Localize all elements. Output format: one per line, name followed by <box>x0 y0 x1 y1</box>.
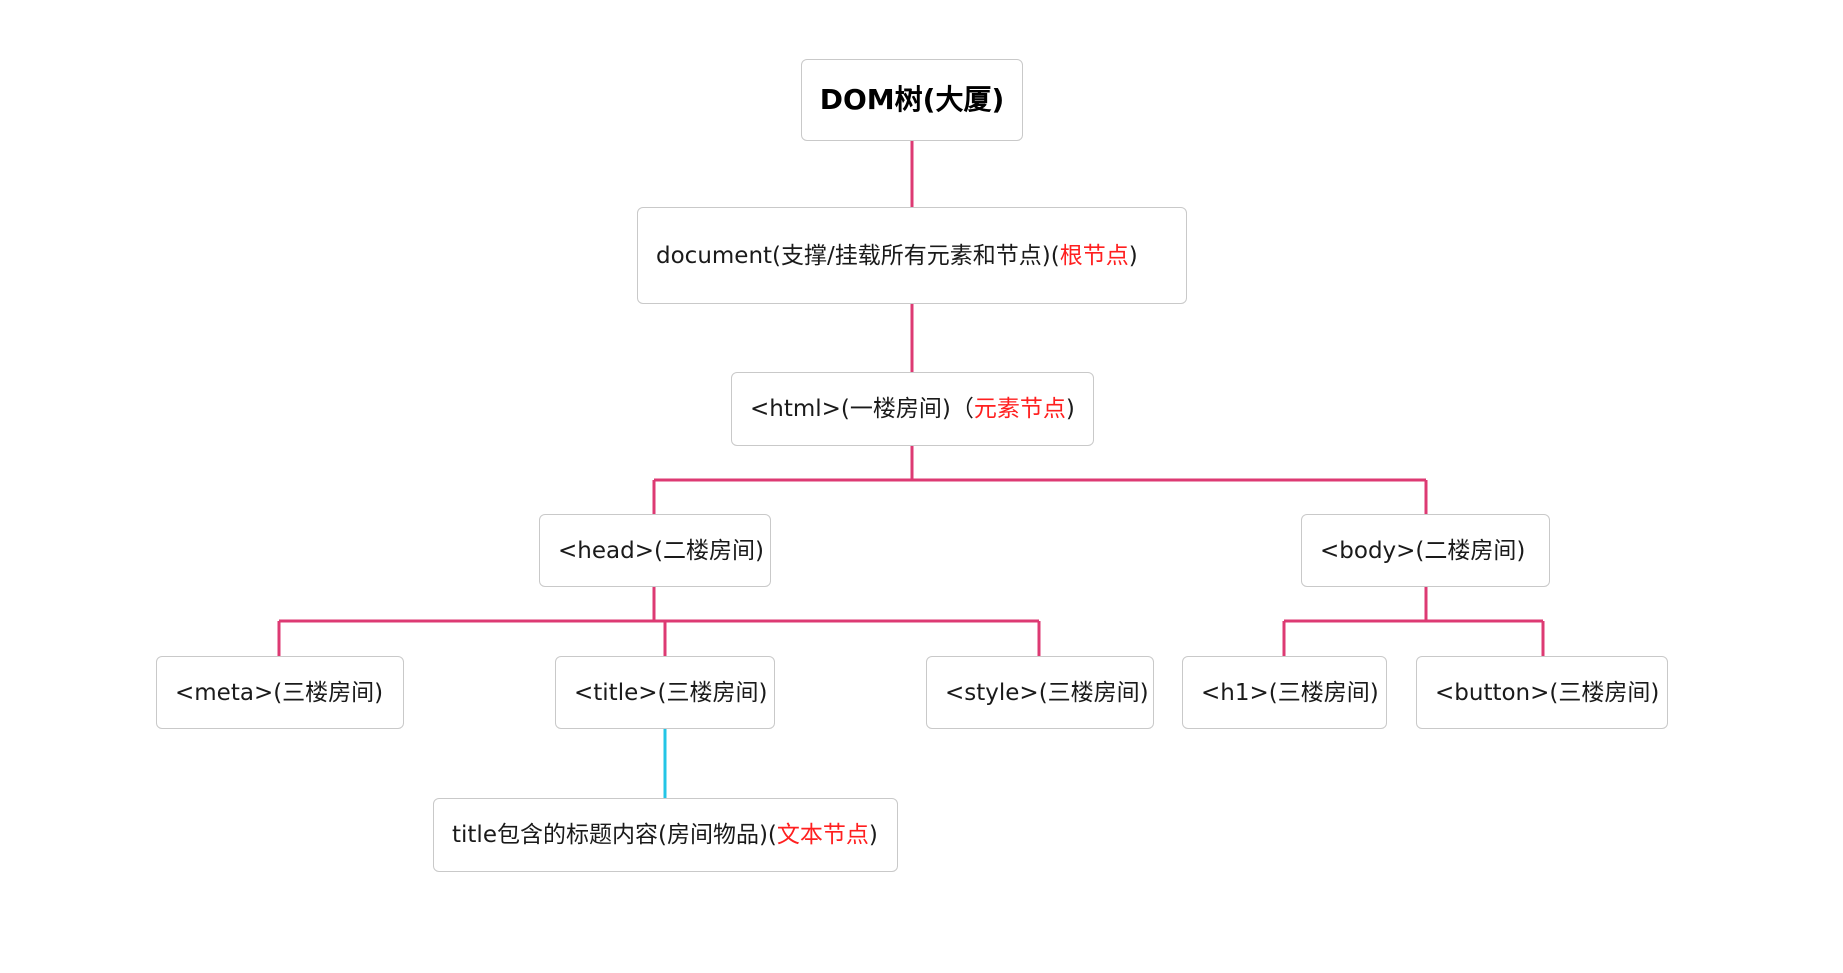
node-title-text-highlight: 文本节点 <box>776 822 869 848</box>
node-meta: <meta>(三楼房间) <box>156 656 404 729</box>
node-h1-label: <h1>(三楼房间) <box>1201 679 1379 706</box>
node-html: <html>(一楼房间)（元素节点) <box>731 372 1094 446</box>
node-document-text: document(支撑/挂载所有元素和节点)(根节点) <box>656 240 1138 272</box>
node-html-suffix: ) <box>1065 396 1075 422</box>
pink-connector-lines <box>277 141 1545 656</box>
node-title-label: <title>(三楼房间) <box>574 679 768 706</box>
node-h1: <h1>(三楼房间) <box>1182 656 1387 729</box>
node-document: document(支撑/挂载所有元素和节点)(根节点) <box>637 207 1187 304</box>
node-head: <head>(二楼房间) <box>539 514 771 587</box>
node-title: <title>(三楼房间) <box>555 656 775 729</box>
node-dom-tree: DOM树(大厦) <box>801 59 1023 141</box>
node-title-text-prefix: title包含的标题内容(房间物品)( <box>452 822 777 848</box>
node-document-prefix: document(支撑/挂载所有元素和节点)( <box>656 242 1060 269</box>
node-meta-label: <meta>(三楼房间) <box>175 679 384 706</box>
node-title-text-suffix: ) <box>868 822 878 848</box>
node-style-label: <style>(三楼房间) <box>945 679 1149 706</box>
node-button: <button>(三楼房间) <box>1416 656 1668 729</box>
node-style: <style>(三楼房间) <box>926 656 1154 729</box>
node-title-text: title包含的标题内容(房间物品)(文本节点) <box>433 798 898 872</box>
node-document-highlight: 根节点 <box>1059 242 1129 269</box>
node-html-highlight: 元素节点 <box>973 396 1066 422</box>
node-body: <body>(二楼房间) <box>1301 514 1550 587</box>
node-head-label: <head>(二楼房间) <box>558 537 764 564</box>
node-button-label: <button>(三楼房间) <box>1435 679 1660 706</box>
node-html-prefix: <html>(一楼房间)（ <box>750 396 974 422</box>
node-dom-tree-label: DOM树(大厦) <box>819 83 1005 116</box>
node-body-label: <body>(二楼房间) <box>1320 537 1526 564</box>
node-document-suffix: ) <box>1128 242 1138 269</box>
